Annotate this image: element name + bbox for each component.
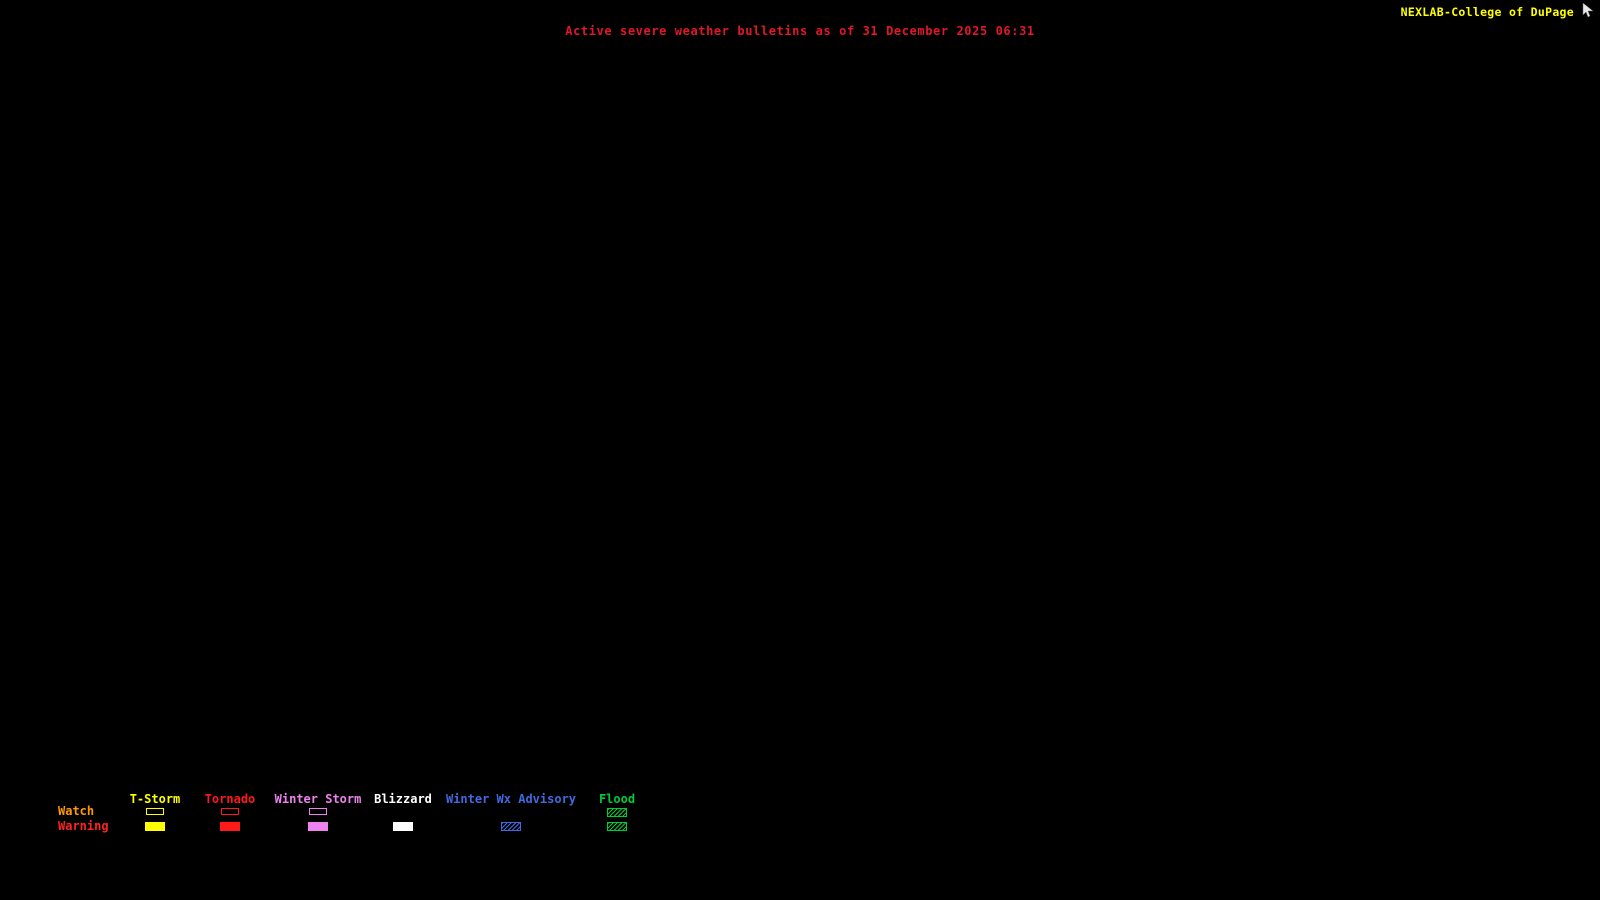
flood-watch-swatch [607, 808, 627, 817]
legend-tornado-label: Tornado [204, 792, 256, 806]
legend-col-winter-storm: Winter Storm [266, 792, 370, 840]
legend-flood-label: Flood [598, 792, 636, 806]
legend-tstorm-label: T-Storm [129, 792, 181, 806]
tstorm-warning-swatch [145, 822, 165, 831]
winter-storm-warning-swatch [308, 822, 328, 831]
legend-row-warning-label: Warning [58, 819, 109, 833]
tstorm-watch-swatch [146, 808, 164, 815]
legend-winter-wx-advisory-label: Winter Wx Advisory [445, 792, 577, 806]
tornado-watch-swatch [221, 808, 239, 815]
flood-warning-swatch [607, 822, 627, 831]
mouse-cursor-icon [1582, 2, 1594, 18]
legend-col-tstorm: T-Storm [118, 792, 192, 840]
winter-storm-watch-swatch [309, 808, 327, 815]
brand-label: NEXLAB-College of DuPage [1400, 5, 1574, 19]
bulletin-timestamp-title: Active severe weather bulletins as of 31… [565, 24, 1035, 38]
legend-blizzard-label: Blizzard [374, 792, 432, 806]
winter-wx-advisory-swatch [501, 822, 521, 831]
legend-col-blizzard: Blizzard [366, 792, 440, 840]
legend-col-flood: Flood [580, 792, 654, 840]
tornado-warning-swatch [220, 822, 240, 831]
legend-winter-storm-label: Winter Storm [274, 792, 362, 806]
blizzard-warning-swatch [393, 822, 413, 831]
legend-col-winter-wx-advisory: Winter Wx Advisory [444, 792, 578, 840]
legend-row-watch-label: Watch [58, 804, 95, 818]
legend-col-tornado: Tornado [193, 792, 267, 840]
